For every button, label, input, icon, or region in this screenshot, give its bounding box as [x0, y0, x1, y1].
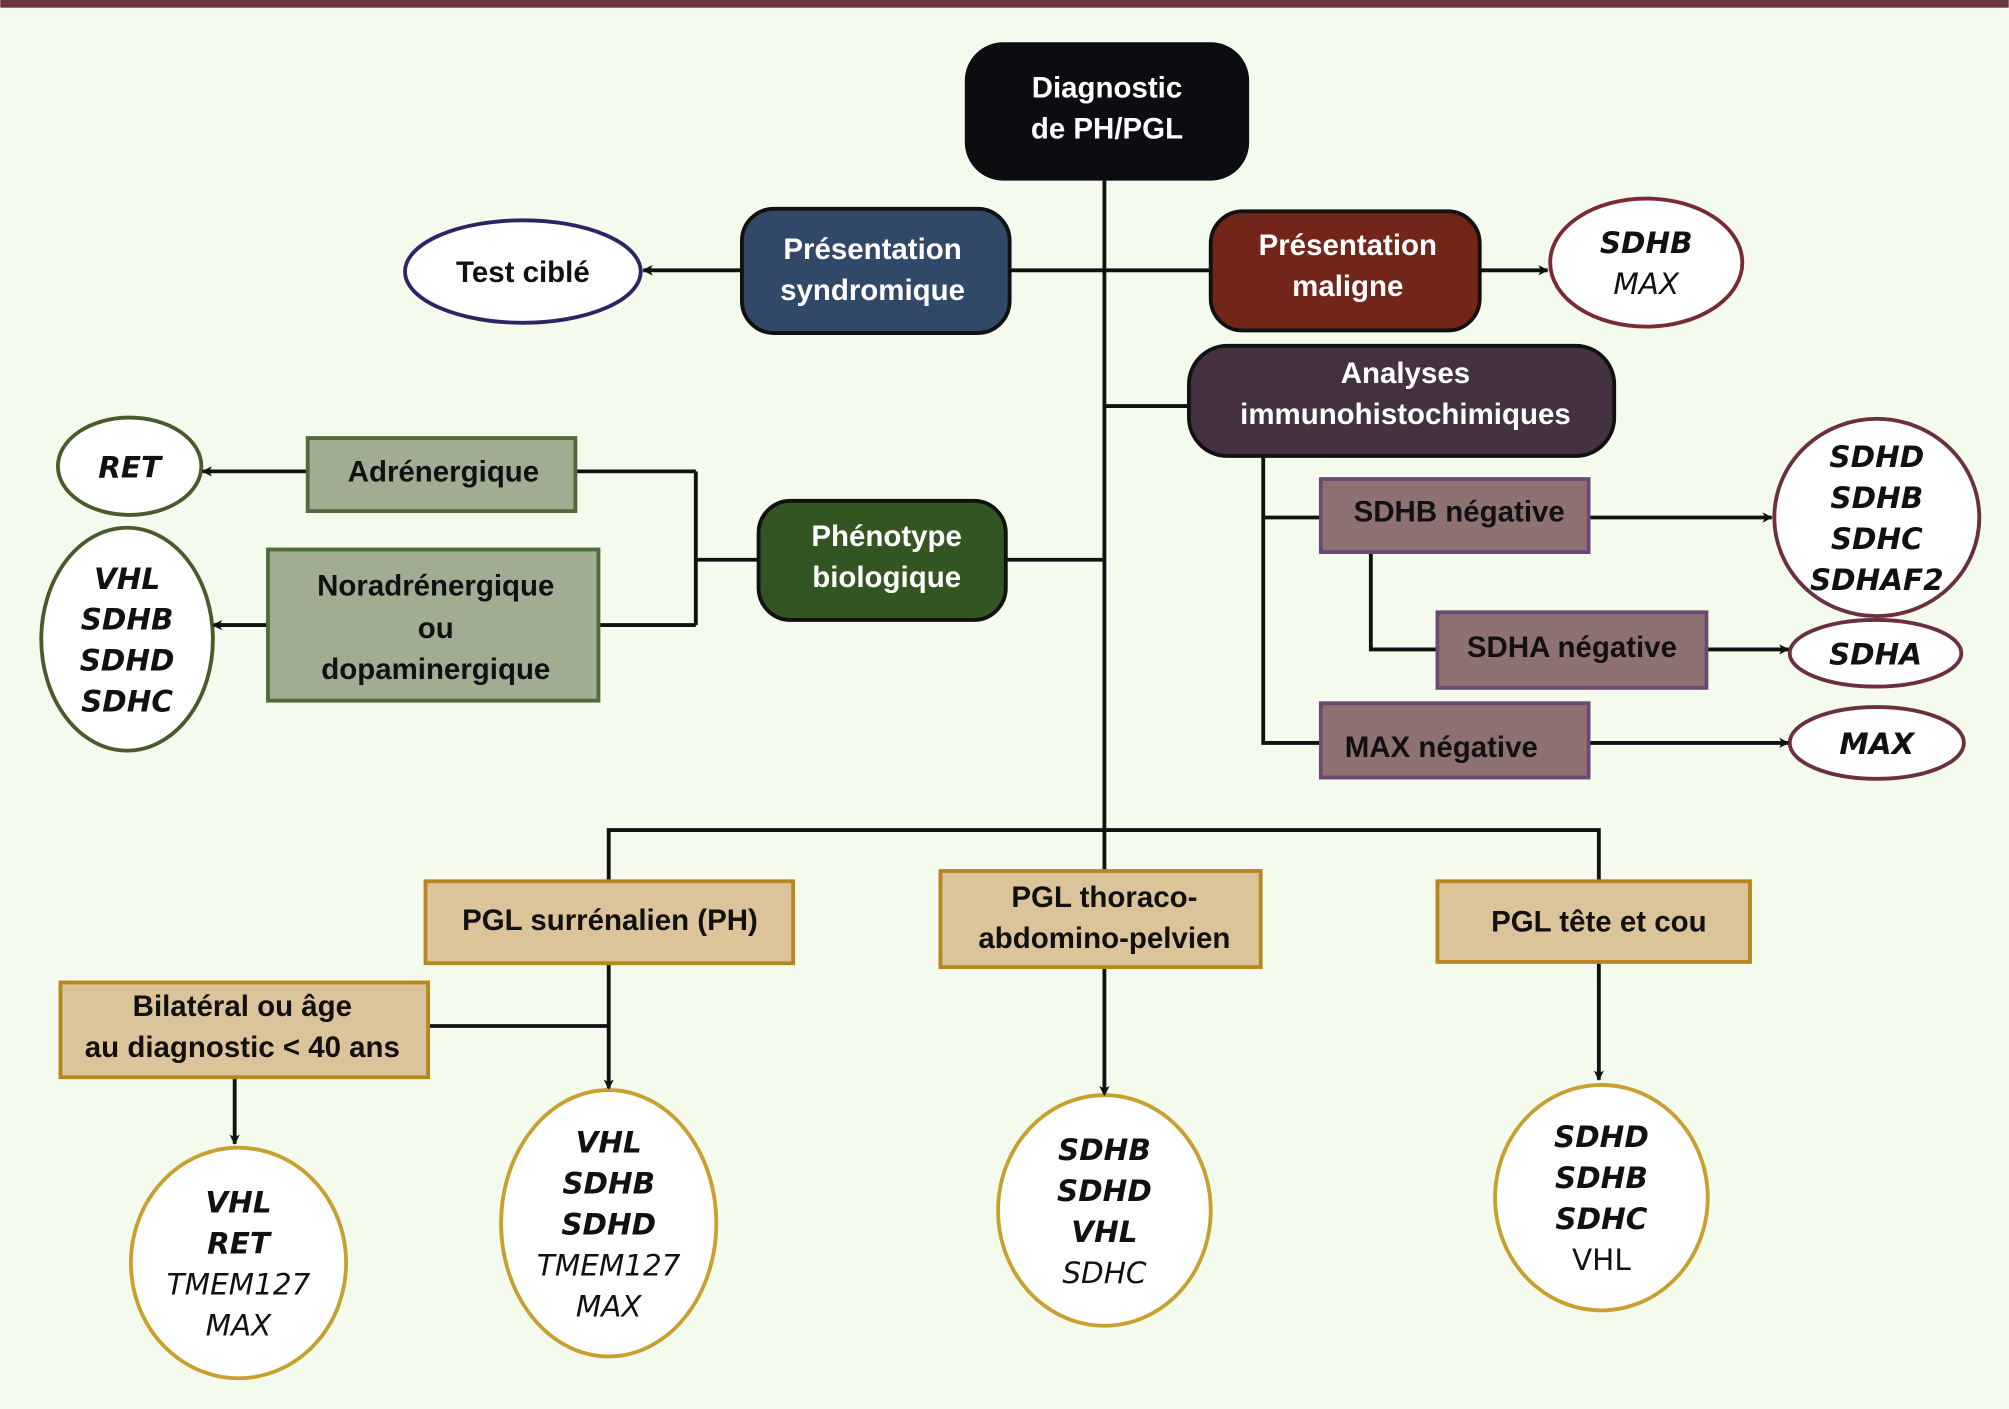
gene-name: VHL: [1071, 1215, 1137, 1249]
adrenergic-node: [305, 436, 578, 514]
gene-name: MAX: [576, 1289, 643, 1323]
gene-name: SDHD: [1554, 1120, 1649, 1154]
gene-name: SDHB: [81, 603, 174, 637]
ellipse-outline: [1493, 1083, 1710, 1313]
gene-name: SDHD: [1829, 440, 1924, 474]
head-neck-pgl-node: [1435, 879, 1752, 964]
ellipse-outline: [1548, 196, 1745, 329]
thoracic-pgl-line1: PGL thoraco-: [1011, 881, 1197, 914]
malignant-node: [1208, 209, 1482, 333]
gene-name: TMEM127: [167, 1268, 311, 1302]
gene-name: RET: [207, 1227, 273, 1261]
gene-name: TMEM127: [537, 1248, 681, 1282]
sdhb-negative-label: SDHB négative: [1354, 495, 1565, 528]
top-bar: [0, 0, 2009, 8]
gene-name: SDHAF2: [1810, 563, 1944, 597]
ellipse-outline: [499, 1088, 719, 1359]
connectors: [202, 180, 1789, 1144]
gene-name: SDHA: [1829, 637, 1922, 671]
targeted-test-label: Test ciblé: [456, 256, 590, 289]
ellipse-outline: [55, 415, 204, 517]
gene-name: SDHC: [1555, 1202, 1647, 1236]
thoracic-pgl-line2: abdomino-pelvien: [978, 922, 1230, 955]
gene-name: SDHB: [1058, 1133, 1151, 1167]
gene-list-ellipse: MAX: [1787, 705, 1966, 781]
malignant-line2: maligne: [1292, 270, 1403, 303]
bilateral-line2: au diagnostic < 40 ans: [85, 1031, 400, 1064]
gene-name: RET: [98, 450, 164, 484]
gene-name: MAX: [1613, 267, 1680, 301]
adrenal-pgl-label: PGL surrénalien (PH): [462, 904, 758, 937]
targeted-test-ellipse: [403, 218, 643, 325]
bilateral-node: [58, 980, 431, 1080]
ihc-line1: Analyses: [1341, 357, 1470, 390]
gene-name: SDHB: [1830, 481, 1923, 515]
root-line1: Diagnostic: [1032, 71, 1183, 104]
gene-name: SDHC: [1831, 522, 1923, 556]
noradrenergic-line1: Noradrénergique: [317, 570, 554, 603]
ellipse-outline: [1787, 705, 1966, 781]
gene-name: SDHB: [1600, 226, 1693, 260]
gene-list-ellipse: VHL SDHB SDHD SDHC: [39, 525, 215, 753]
max-negative-node: [1318, 701, 1591, 780]
gene-name: SDHC: [81, 685, 173, 719]
gene-list-ellipse: RET: [55, 415, 204, 517]
phenotype-line1: Phénotype: [811, 520, 962, 553]
gene-name: SDHD: [80, 644, 175, 678]
ellipse-outline: [39, 525, 215, 753]
gene-list-ellipse: SDHD SDHB SDHC SDHAF2: [1772, 416, 1982, 619]
noradrenergic-line2: ou: [418, 612, 454, 645]
gene-list-ellipse: SDHB MAX: [1548, 196, 1745, 329]
gene-name: MAX: [206, 1309, 273, 1343]
ellipse-outline: [128, 1145, 349, 1381]
gene-name: SDHC: [1062, 1256, 1147, 1290]
gene-name: SDHD: [1057, 1174, 1152, 1208]
root-node: [964, 42, 1250, 181]
gene-name: SDHB: [1555, 1161, 1648, 1195]
sdha-negative-label: SDHA négative: [1467, 631, 1677, 664]
malignant-line1: Présentation: [1259, 229, 1437, 262]
ihc-node: [1187, 343, 1617, 458]
gene-list-ellipse: SDHD SDHB SDHC VHL: [1493, 1083, 1710, 1313]
ellipse-outline: [996, 1093, 1213, 1328]
gene-list-ellipse: SDHA: [1787, 618, 1964, 689]
gene-name: VHL: [94, 562, 160, 596]
noradrenergic-node: [266, 547, 601, 703]
head-neck-pgl-label: PGL tête et cou: [1491, 905, 1706, 938]
phenotype-node: [756, 498, 1008, 622]
sdha-negative-node: [1435, 610, 1709, 690]
gene-name: SDHD: [561, 1207, 656, 1241]
syndromic-line1: Présentation: [783, 233, 961, 266]
ellipse-outline: [1772, 416, 1982, 619]
noradrenergic-line3: dopaminergique: [321, 653, 550, 686]
root-line2: de PH/PGL: [1031, 112, 1183, 145]
gene-name: SDHB: [562, 1166, 655, 1200]
ihc-line2: immunohistochimiques: [1240, 398, 1571, 431]
gene-list-ellipse: SDHB SDHD VHL SDHC: [996, 1093, 1213, 1328]
syndromic-node: [739, 206, 1012, 335]
adrenergic-label: Adrénergique: [348, 456, 539, 489]
phenotype-line2: biologique: [812, 561, 961, 594]
max-negative-label: MAX négative: [1345, 731, 1538, 764]
gene-name: VHL: [1572, 1243, 1631, 1277]
syndromic-line2: syndromique: [780, 274, 965, 307]
gene-name: MAX: [1839, 727, 1915, 761]
sdhb-negative-node: [1318, 477, 1591, 554]
gene-name: VHL: [576, 1125, 642, 1159]
bilateral-line1: Bilatéral ou âge: [133, 990, 352, 1023]
gene-name: VHL: [205, 1186, 271, 1220]
ellipse-outline: [1787, 618, 1964, 689]
thoracic-pgl-node: [938, 869, 1263, 970]
adrenal-pgl-node: [423, 879, 796, 966]
